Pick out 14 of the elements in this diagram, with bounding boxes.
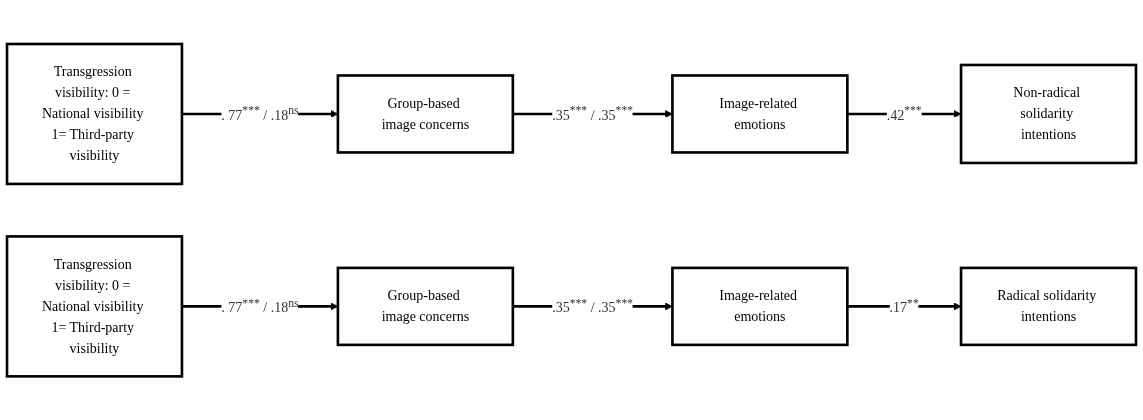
node-box: Transgression visibility: 0 = National visibility 1= Third-party visibility xyxy=(5,234,184,378)
edge-label: .35$^{***}$ / .35$^{***}$ xyxy=(552,103,634,123)
node-box: Group-based image concerns xyxy=(336,74,515,154)
node-box: Radical solidarity intentions xyxy=(959,266,1138,346)
node-box: Non-radical solidarity intentions xyxy=(959,63,1138,165)
edge-label: .35$^{***}$ / .35$^{***}$ xyxy=(552,296,634,315)
node-box: Image-related emotions xyxy=(671,266,849,346)
node-box: Transgression visibility: 0 = National visibility 1= Third-party visibility xyxy=(5,42,184,186)
edge-label: . 77$^{***}$ / .18$^{ns}$ xyxy=(221,296,299,315)
node-box: Image-related emotions xyxy=(671,74,849,154)
edge-label: .17$^{**}$ xyxy=(889,296,919,315)
node-box: Group-based image concerns xyxy=(336,266,515,346)
edge-label: .42$^{***}$ xyxy=(886,103,922,123)
edge-label: . 77$^{***}$ / .18$^{ns}$ xyxy=(221,103,299,123)
